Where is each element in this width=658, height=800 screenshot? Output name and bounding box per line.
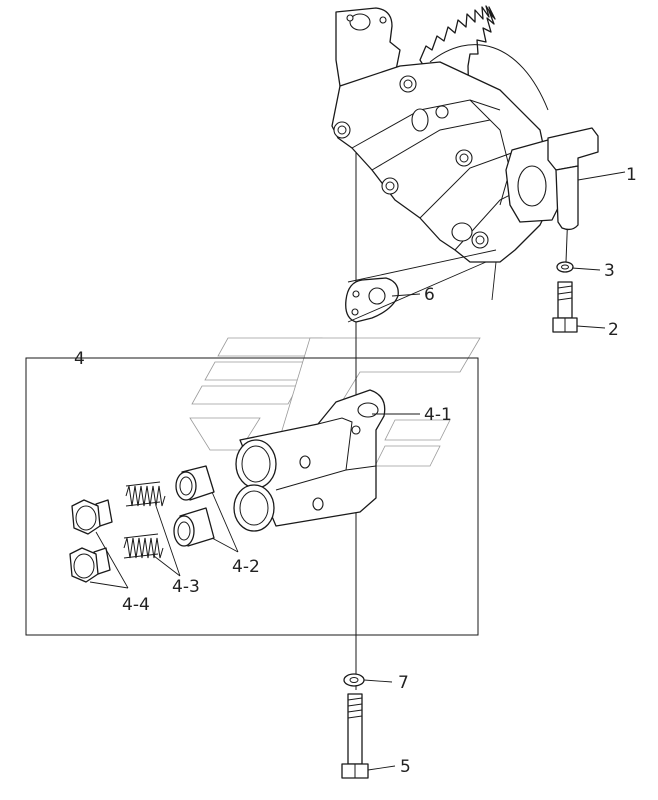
gasket-6 [345, 277, 399, 323]
label-5: 5 [400, 757, 411, 777]
bolt-5 [341, 693, 369, 779]
piston-4-2-lower [173, 507, 215, 547]
label-1: 1 [626, 165, 637, 185]
part-labels: 1 3 2 6 4 4-1 4-2 4-3 4-4 7 5 [74, 165, 637, 777]
label-2: 2 [608, 320, 619, 340]
spring-4-3-lower [123, 533, 164, 559]
oil-pump [331, 5, 599, 263]
washer-3 [556, 261, 574, 273]
valve-body-4-1 [233, 389, 386, 532]
label-7: 7 [398, 673, 409, 693]
bolt-2 [552, 281, 578, 333]
label-4: 4 [74, 349, 85, 369]
subassembly-4-frame [25, 357, 479, 636]
spring-4-3-upper [125, 481, 166, 507]
piston-4-2-upper [175, 465, 215, 501]
plug-4-4-lower [69, 547, 111, 583]
leader-lines [26, 171, 626, 771]
label-4-2: 4-2 [232, 557, 260, 577]
plug-4-4-upper [71, 499, 113, 535]
label-4-3: 4-3 [172, 577, 200, 597]
label-4-1: 4-1 [424, 405, 452, 425]
label-4-4: 4-4 [122, 595, 150, 615]
washer-7 [343, 673, 365, 687]
label-6: 6 [424, 285, 435, 305]
label-3: 3 [604, 261, 615, 281]
